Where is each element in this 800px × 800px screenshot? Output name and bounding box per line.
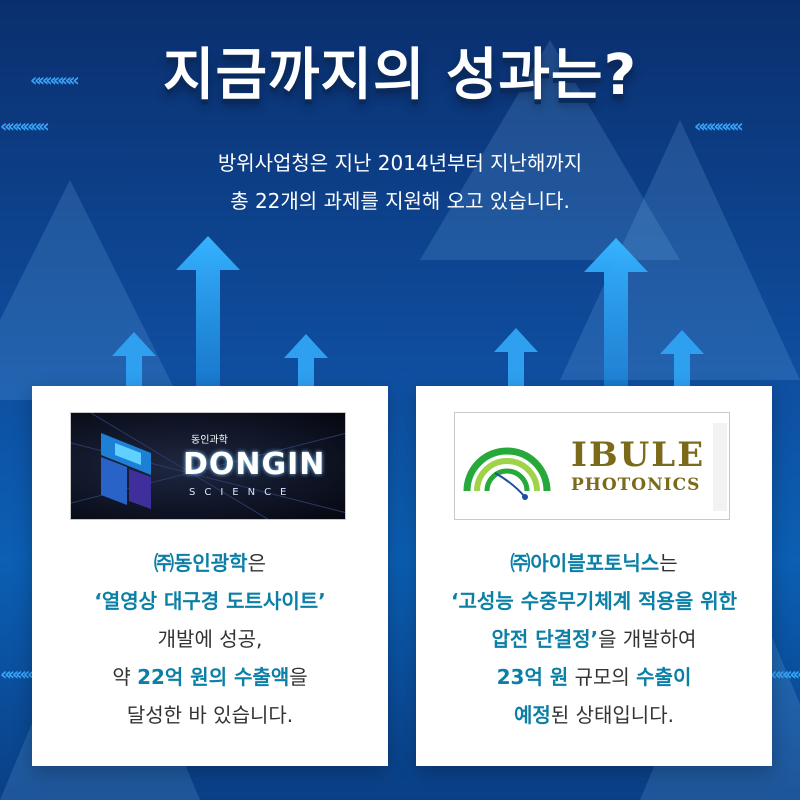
up-arrow-icon <box>494 328 538 392</box>
card-highlight: 수출이 <box>636 665 692 689</box>
card-line: 23억 원 규모의 수출이 <box>416 658 772 696</box>
page-title: 지금까지의 성과는? <box>162 43 638 108</box>
up-arrow-icon <box>584 238 648 398</box>
card-description: ㈜동인광학은 ‘열영상 대구경 도트사이트’ 개발에 성공, 약 22억 원의 … <box>32 544 388 734</box>
dongin-logo: 동인과학 DONGIN SCIENCE <box>70 412 346 520</box>
company-name: ㈜동인광학 <box>153 551 248 575</box>
dongin-logo-small-text: 동인과학 <box>191 435 228 446</box>
chevron-double-left-icon: «««««« <box>694 116 744 137</box>
card-highlight: 23억 원 <box>496 665 569 689</box>
card-text-fragment: 약 <box>112 665 138 689</box>
chevron-double-left-icon: «««««« <box>770 664 800 685</box>
dongin-logo-graphic <box>71 413 345 519</box>
up-arrow-icon <box>660 330 704 392</box>
card-text-fragment: 규모의 <box>568 665 637 689</box>
card-description: ㈜아이블포토닉스는 ‘고성능 수중무기체계 적용을 위한 압전 단결정’을 개발… <box>416 544 772 734</box>
chevron-double-left-icon: «««««« <box>0 116 50 137</box>
card-text-fragment: 을 개발하여 <box>598 627 697 651</box>
up-arrow-icon <box>284 334 328 392</box>
up-arrow-icon <box>112 332 156 392</box>
card-line: ㈜동인광학은 <box>32 544 388 582</box>
ibule-logo-graphic <box>463 423 727 511</box>
chevron-double-left-icon: «««««« <box>30 70 80 91</box>
subtitle-line: 총 22개의 과제를 지원해 오고 있습니다. <box>230 189 570 213</box>
card-highlight: 22억 원의 수출액 <box>137 665 290 689</box>
company-card-ibule: IBULE PHOTONICS ㈜아이블포토닉스는 ‘고성능 수중무기체계 적용… <box>416 386 772 766</box>
card-line: 달성한 바 있습니다. <box>126 703 294 727</box>
subtitle-line: 방위사업청은 지난 2014년부터 지난해까지 <box>217 151 583 175</box>
card-text-fragment: 을 <box>289 665 308 689</box>
dongin-logo-subtext: SCIENCE <box>189 487 296 498</box>
card-line: 예정된 상태입니다. <box>416 696 772 734</box>
up-arrow-icon <box>176 236 240 396</box>
card-line: 압전 단결정’을 개발하여 <box>416 620 772 658</box>
card-line: 약 22억 원의 수출액을 <box>32 658 388 696</box>
company-name: ㈜아이블포토닉스 <box>510 551 660 575</box>
card-text-fragment: 는 <box>659 551 678 575</box>
company-card-dongin: 동인과학 DONGIN SCIENCE ㈜동인광학은 ‘열영상 대구경 도트사이… <box>32 386 388 766</box>
card-line: ㈜아이블포토닉스는 <box>416 544 772 582</box>
ibule-logo-wordmark: IBULE <box>571 435 706 475</box>
ibule-logo-subtext: PHOTONICS <box>571 475 701 495</box>
card-line: ‘고성능 수중무기체계 적용을 위한 <box>450 589 738 613</box>
ibule-logo: IBULE PHOTONICS <box>454 412 730 520</box>
card-line: ‘열영상 대구경 도트사이트’ <box>94 589 326 613</box>
card-line: 개발에 성공, <box>157 627 263 651</box>
dongin-logo-wordmark: DONGIN <box>183 447 326 482</box>
card-highlight: 예정 <box>514 703 551 727</box>
card-highlight: 압전 단결정’ <box>491 627 599 651</box>
subtitle: 방위사업청은 지난 2014년부터 지난해까지 총 22개의 과제를 지원해 오… <box>0 144 800 220</box>
card-text-fragment: 된 상태입니다. <box>550 703 674 727</box>
card-text-fragment: 은 <box>247 551 266 575</box>
